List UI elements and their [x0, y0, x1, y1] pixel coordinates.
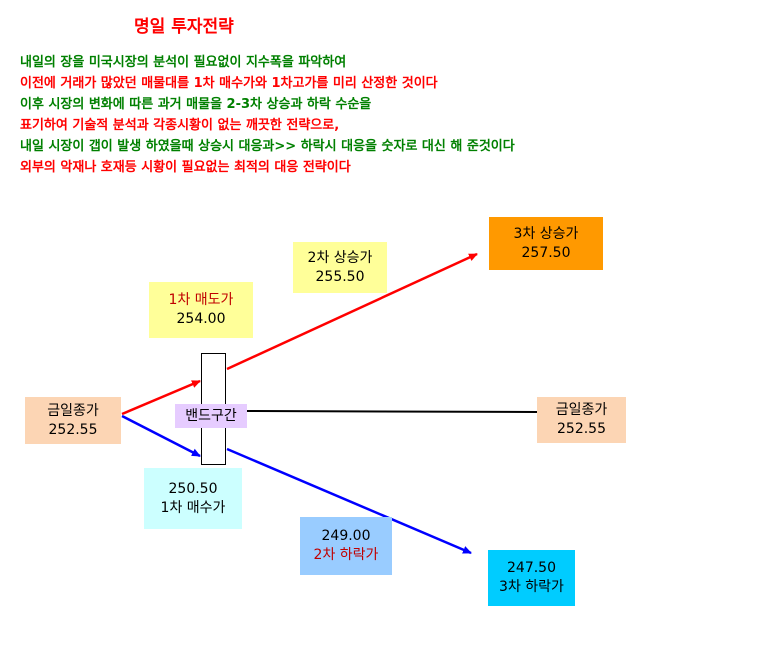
flat-line-to-close-right	[246, 410, 538, 413]
page-title: 명일 투자전략	[134, 17, 234, 37]
down3-label: 3차 하락가	[499, 579, 564, 595]
close-right-value: 252.55	[557, 421, 606, 437]
up2-label: 2차 상승가	[307, 249, 373, 266]
close-right-box: 금일종가 252.55	[537, 397, 626, 443]
up3-value: 257.50	[521, 244, 571, 261]
sell1-box: 1차 매도가 254.00	[149, 282, 253, 338]
buy1-box: 250.50 1차 매수가	[144, 468, 242, 529]
arrow-close-to-band-up	[121, 379, 201, 416]
buy1-label: 1차 매수가	[160, 499, 226, 516]
close-left-label: 금일종가	[47, 402, 99, 419]
sell1-label: 1차 매도가	[168, 292, 234, 308]
close-right-label: 금일종가	[555, 402, 608, 418]
sell1-value: 254.00	[176, 311, 226, 327]
arrow-close-to-band-down	[121, 414, 201, 458]
down2-box: 249.00 2차 하락가	[300, 517, 392, 575]
intro-line-5: 내일 시장이 갭이 발생 하였을때 상승시 대응과>> 하락시 대응을 숫자로 …	[20, 139, 515, 154]
close-left-value: 252.55	[48, 421, 98, 438]
down3-box: 247.50 3차 하락가	[488, 550, 575, 606]
intro-line-6: 외부의 악재나 호재등 시황이 필요없는 최적의 대응 전략이다	[20, 160, 351, 175]
intro-line-4: 표기하여 기술적 분석과 각종시황이 없는 깨끗한 전략으로,	[20, 118, 340, 133]
arrow-band-to-down3	[226, 447, 472, 555]
up3-box: 3차 상승가 257.50	[489, 217, 603, 270]
down3-value: 247.50	[507, 560, 556, 576]
intro-line-2: 이전에 거래가 많았던 매물대를 1차 매수가와 1차고가를 미리 산정한 것이…	[20, 76, 438, 91]
close-left-box: 금일종가 252.55	[25, 397, 121, 444]
buy1-value: 250.50	[168, 480, 218, 497]
band-label: 밴드구간	[175, 404, 247, 428]
up2-value: 255.50	[315, 268, 365, 285]
up2-box: 2차 상승가 255.50	[293, 242, 387, 293]
intro-line-1: 내일의 장을 미국시장의 분석이 필요없이 지수폭을 파악하여	[20, 55, 347, 70]
intro-line-3: 이후 시장의 변화에 따른 과거 매물을 2-3차 상승과 하락 수순을	[20, 97, 372, 112]
down2-label: 2차 하락가	[313, 547, 379, 563]
intro-text: 내일의 장을 미국시장의 분석이 필요없이 지수폭을 파악하여 이전에 거래가 …	[20, 52, 515, 178]
up3-label: 3차 상승가	[513, 225, 579, 242]
arrow-band-to-up3	[226, 252, 478, 371]
down2-value: 249.00	[321, 528, 371, 544]
